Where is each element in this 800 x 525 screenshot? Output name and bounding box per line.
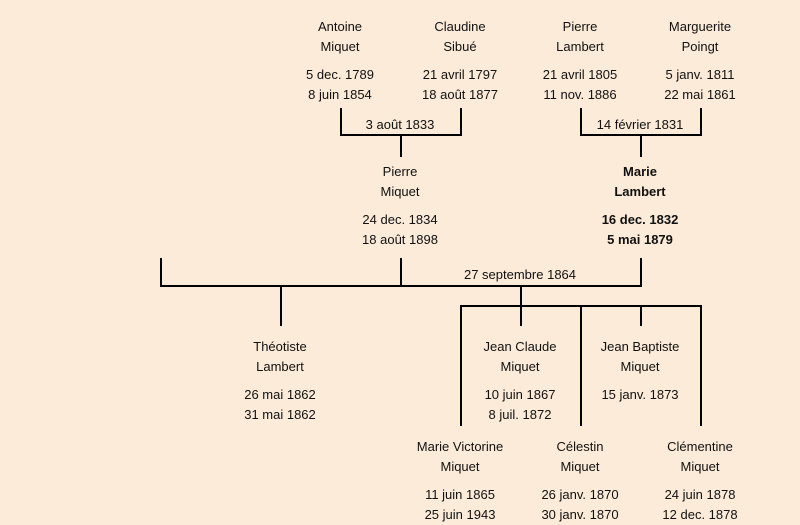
person-first-name: Théotiste [253, 339, 307, 354]
marriage-date: 3 août 1833 [365, 117, 435, 132]
person-last-name: Miquet [440, 459, 480, 474]
birth-date: 16 dec. 1832 [601, 212, 679, 227]
line [700, 305, 702, 426]
person-first-name: Marie Victorine [416, 439, 504, 454]
person-card[interactable]: Théotiste Lambert 26 mai 1862 31 mai 186… [244, 337, 316, 425]
person-card[interactable]: Pierre Lambert 21 avril 1805 11 nov. 188… [543, 17, 617, 105]
person-card[interactable]: Célestin Miquet 26 janv. 1870 30 janv. 1… [541, 437, 618, 525]
person-last-name: Miquet [500, 359, 540, 374]
person-last-name: Lambert [256, 359, 304, 374]
person-first-name: Jean Baptiste [600, 339, 680, 354]
person-card[interactable]: Pierre Miquet 24 dec. 1834 18 août 1898 [362, 162, 438, 250]
death-date: 12 dec. 1878 [662, 507, 738, 522]
death-date: 8 juil. 1872 [488, 407, 552, 422]
person-first-name: Claudine [434, 19, 486, 34]
line [460, 108, 462, 136]
line [700, 108, 702, 136]
line [520, 285, 522, 306]
person-last-name: Sibué [443, 39, 477, 54]
marriage-date: 27 septembre 1864 [463, 267, 577, 282]
line [280, 285, 282, 326]
person-first-name: Antoine [317, 19, 363, 34]
death-date: 31 mai 1862 [244, 407, 316, 422]
birth-date: 21 avril 1797 [422, 67, 498, 82]
line [640, 305, 642, 326]
death-date: 18 août 1898 [362, 232, 438, 247]
birth-date: 5 dec. 1789 [306, 67, 374, 82]
person-first-name: Jean Claude [483, 339, 557, 354]
person-last-name: Miquet [380, 184, 420, 199]
marriage-date: 14 février 1831 [596, 117, 684, 132]
birth-date: 5 janv. 1811 [665, 67, 735, 82]
person-card[interactable]: Marguerite Poingt 5 janv. 1811 22 mai 18… [664, 17, 736, 105]
person-card[interactable]: Jean Baptiste Miquet 15 janv. 1873 [601, 337, 680, 405]
line [460, 305, 462, 426]
birth-date: 11 juin 1865 [425, 487, 495, 502]
person-last-name: Lambert [556, 39, 604, 54]
person-last-name: Miquet [620, 359, 660, 374]
line [640, 134, 642, 157]
death-date: 8 juin 1854 [308, 87, 372, 102]
birth-date: 10 juin 1867 [484, 387, 556, 402]
birth-date: 24 juin 1878 [664, 487, 736, 502]
death-date: 18 août 1877 [422, 87, 498, 102]
line [580, 305, 582, 426]
person-last-name: Lambert [614, 184, 666, 199]
birth-date: 24 dec. 1834 [362, 212, 438, 227]
death-date: 5 mai 1879 [607, 232, 673, 247]
person-card[interactable]: Antoine Miquet 5 dec. 1789 8 juin 1854 [306, 17, 374, 105]
person-first-name: Marie [623, 164, 657, 179]
person-first-name: Pierre [562, 19, 598, 34]
birth-date: 26 janv. 1870 [541, 487, 619, 502]
person-card[interactable]: Marie Victorine Miquet 11 juin 1865 25 j… [417, 437, 503, 525]
person-last-name: Miquet [320, 39, 360, 54]
person-card[interactable]: Clémentine Miquet 24 juin 1878 12 dec. 1… [662, 437, 737, 525]
line [640, 258, 642, 287]
person-last-name: Miquet [680, 459, 720, 474]
line [160, 285, 642, 287]
death-date: 25 juin 1943 [424, 507, 496, 522]
birth-date: 21 avril 1805 [542, 67, 618, 82]
person-card[interactable]: Claudine Sibué 21 avril 1797 18 août 187… [422, 17, 498, 105]
person-first-name: Célestin [556, 439, 604, 454]
birth-date: 15 janv. 1873 [601, 387, 679, 402]
person-first-name: Clémentine [667, 439, 733, 454]
birth-date: 26 mai 1862 [244, 387, 316, 402]
line [400, 134, 402, 157]
person-first-name: Marguerite [668, 19, 732, 34]
death-date: 11 nov. 1886 [543, 87, 617, 102]
line [580, 108, 582, 136]
person-last-name: Poingt [681, 39, 719, 54]
person-last-name: Miquet [560, 459, 600, 474]
line [160, 258, 162, 287]
person-first-name: Pierre [382, 164, 418, 179]
death-date: 22 mai 1861 [664, 87, 736, 102]
line [340, 108, 342, 136]
line [400, 258, 402, 287]
line [520, 305, 522, 326]
person-card-selected[interactable]: Marie Lambert 16 dec. 1832 5 mai 1879 [602, 162, 679, 250]
person-card[interactable]: Jean Claude Miquet 10 juin 1867 8 juil. … [484, 337, 557, 425]
death-date: 30 janv. 1870 [541, 507, 619, 522]
